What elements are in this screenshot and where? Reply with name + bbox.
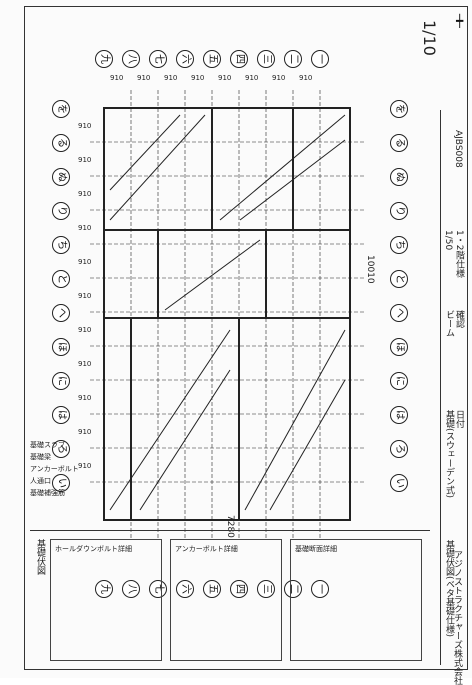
grid-bubble: ぬ	[390, 168, 408, 186]
grid-bubble: ほ	[390, 338, 408, 356]
dim-label: 910	[78, 428, 92, 436]
grid-bubble: 三	[257, 580, 275, 598]
dim-label: 910	[110, 74, 124, 82]
grid-bubble: 一	[311, 50, 329, 68]
drawing-frame	[24, 6, 468, 670]
grid-bubble: 二	[284, 50, 302, 68]
grid-bubble: を	[52, 100, 70, 118]
dim-label: 910	[164, 74, 178, 82]
grid-bubble: を	[390, 100, 408, 118]
dim-top-total: 7280	[225, 515, 235, 538]
title-block: アジノストラクチャーズ株式会社 基礎伏図(ベタ基礎仕様) 日付 基礎(スウェーデ…	[440, 110, 467, 685]
grid-bubble: は	[390, 406, 408, 424]
dim-label: 910	[78, 326, 92, 334]
notes-area: 基礎伏図 ホールダウンボルト詳細 アンカーボルト詳細 基礎断面詳細	[30, 530, 430, 666]
floor: 1・2階仕様	[454, 230, 464, 278]
grid-bubble: 七	[149, 580, 167, 598]
dim-label: 910	[299, 74, 313, 82]
dim-label: 910	[78, 462, 92, 470]
dim-label: 910	[78, 190, 92, 198]
dim-label: 910	[137, 74, 151, 82]
grid-bubble: 四	[230, 580, 248, 598]
dim-label: 910	[191, 74, 205, 82]
grid-bubble: 七	[149, 50, 167, 68]
grid-bubble: る	[52, 134, 70, 152]
grid-bubble: り	[52, 202, 70, 220]
legend-item: 基礎補強筋	[30, 489, 65, 497]
grid-bubble: ち	[390, 236, 408, 254]
grid-bubble: ぬ	[52, 168, 70, 186]
grid-bubble: 四	[230, 50, 248, 68]
company: AJBS008	[453, 130, 463, 168]
legend-item: アンカーボルト	[30, 465, 79, 473]
detail-title: 基礎断面詳細	[295, 545, 337, 553]
dim-label: 910	[245, 74, 259, 82]
grid-bubble: ち	[52, 236, 70, 254]
grid-bubble: 五	[203, 50, 221, 68]
dim-label: 910	[218, 74, 232, 82]
grid-bubble: い	[52, 474, 70, 492]
notes-title: 基礎伏図	[35, 539, 45, 575]
grid-bubble: 三	[257, 50, 275, 68]
grid-bubble: へ	[390, 304, 408, 322]
grid-bubble: ろ	[390, 440, 408, 458]
dim-label: 910	[78, 224, 92, 232]
dim-label: 910	[78, 122, 92, 130]
legend-item: 基礎スラブ	[30, 441, 65, 449]
checker: 確認	[454, 310, 464, 328]
drawing-title: 基礎伏図(ベタ基礎仕様)	[444, 540, 454, 638]
dim-label: 910	[272, 74, 286, 82]
grid-bubble: 五	[203, 580, 221, 598]
grid-bubble: 八	[122, 580, 140, 598]
grid-bubble: 九	[95, 50, 113, 68]
dim-label: 910	[78, 394, 92, 402]
legend-item: 基礎梁	[30, 453, 51, 461]
grid-bubble: へ	[52, 304, 70, 322]
dim-right-total: 10010	[365, 255, 375, 284]
grid-bubble: 六	[176, 580, 194, 598]
date-label: 日付	[454, 410, 464, 428]
grid-bubble: い	[390, 474, 408, 492]
legend-item: 人通口	[30, 477, 51, 485]
detail-title: ホールダウンボルト詳細	[55, 545, 132, 553]
detail-box-section: 基礎断面詳細	[290, 539, 422, 661]
grid-bubble: と	[390, 270, 408, 288]
dim-label: 910	[78, 258, 92, 266]
grid-bubble: に	[52, 372, 70, 390]
scale: 1/50	[443, 230, 453, 251]
grid-bubble: り	[390, 202, 408, 220]
north-arrow-icon: ┿	[456, 14, 464, 28]
material: 基礎(スウェーデン式)	[444, 410, 454, 499]
grid-bubble: 九	[95, 580, 113, 598]
detail-box-anchor: アンカーボルト詳細	[170, 539, 282, 661]
grid-bubble: は	[52, 406, 70, 424]
dim-label: 910	[78, 360, 92, 368]
grid-bubble: ほ	[52, 338, 70, 356]
grid-bubble: 一	[311, 580, 329, 598]
detail-title: アンカーボルト詳細	[175, 545, 238, 553]
grid-bubble: と	[52, 270, 70, 288]
grid-bubble: ろ	[52, 440, 70, 458]
project-name: アジノストラクチャーズ株式会社	[452, 550, 462, 685]
drawing-type: ビーム	[444, 310, 454, 337]
detail-box-holddown: ホールダウンボルト詳細	[50, 539, 162, 661]
dim-label: 910	[78, 156, 92, 164]
grid-bubble: 八	[122, 50, 140, 68]
grid-bubble: 二	[284, 580, 302, 598]
page-number: 1/10	[420, 20, 439, 56]
grid-bubble: る	[390, 134, 408, 152]
grid-bubble: 六	[176, 50, 194, 68]
dim-label: 910	[78, 292, 92, 300]
grid-bubble: に	[390, 372, 408, 390]
